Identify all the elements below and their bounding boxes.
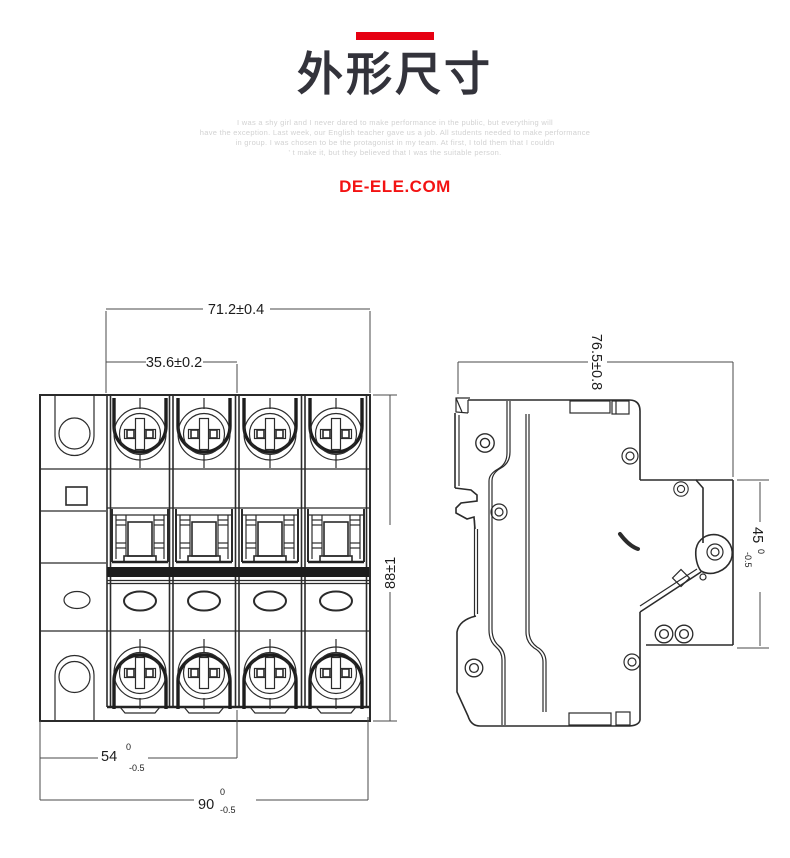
front-dim-height: 88±1 bbox=[373, 394, 399, 722]
dim-label-54-sup: 0 bbox=[126, 742, 131, 752]
caption-line: have the exception. Last week, our Engli… bbox=[199, 128, 591, 137]
dim-label-45-sup: 0 bbox=[756, 549, 766, 554]
dim-label-90-sup: 0 bbox=[220, 787, 225, 797]
bottom-terminal-screws bbox=[112, 637, 364, 714]
side-view-drawing: 76.5±0.8 45 0 -0.5 bbox=[454, 334, 769, 727]
front-dim-90: 90 0 -0.5 bbox=[39, 717, 369, 815]
dim-label-width-half: 35.6±0.2 bbox=[146, 355, 202, 371]
brand-text: DE-ELE.COM bbox=[339, 177, 451, 196]
dim-label-54: 54 bbox=[101, 749, 117, 765]
dimension-drawing: 71.2±0.4 35.6±0.2 88±1 bbox=[39, 302, 769, 815]
front-dim-54: 54 0 -0.5 bbox=[40, 710, 238, 773]
left-accessory-column bbox=[54, 395, 95, 721]
indicator-windows bbox=[123, 590, 353, 612]
caption-line: I was a shy girl and I never dared to ma… bbox=[236, 118, 553, 127]
front-view-drawing: 71.2±0.4 35.6±0.2 88±1 bbox=[39, 302, 399, 815]
dim-label-depth: 76.5±0.8 bbox=[588, 334, 604, 390]
side-view-rivets bbox=[464, 433, 694, 678]
caption-line: in group. I was chosen to be the protago… bbox=[235, 138, 555, 147]
dim-label-45: 45 bbox=[749, 527, 765, 543]
dim-label-height: 88±1 bbox=[383, 557, 399, 589]
dim-label-90: 90 bbox=[198, 797, 214, 813]
breaker-dark-band bbox=[107, 567, 369, 585]
side-dim-45: 45 0 -0.5 bbox=[737, 479, 769, 649]
side-dim-depth: 76.5±0.8 bbox=[457, 334, 734, 477]
toggle-handles bbox=[110, 507, 366, 564]
front-dim-width-top: 71.2±0.4 bbox=[105, 302, 371, 393]
top-terminal-screws bbox=[112, 396, 364, 470]
pole-dividers bbox=[106, 395, 368, 707]
dim-label-90-sub: -0.5 bbox=[220, 805, 236, 815]
caption-line: ' t make it, but they believed that I wa… bbox=[288, 148, 502, 157]
title-accent-bar bbox=[356, 32, 434, 40]
dim-label-width-top: 71.2±0.4 bbox=[208, 302, 264, 318]
dim-label-54-sub: -0.5 bbox=[129, 763, 145, 773]
front-dim-width-half: 35.6±0.2 bbox=[106, 355, 238, 393]
dim-label-45-sub: -0.5 bbox=[743, 552, 753, 568]
page-title: 外形尺寸 bbox=[297, 47, 493, 101]
caption-text: I was a shy girl and I never dared to ma… bbox=[0, 118, 790, 158]
